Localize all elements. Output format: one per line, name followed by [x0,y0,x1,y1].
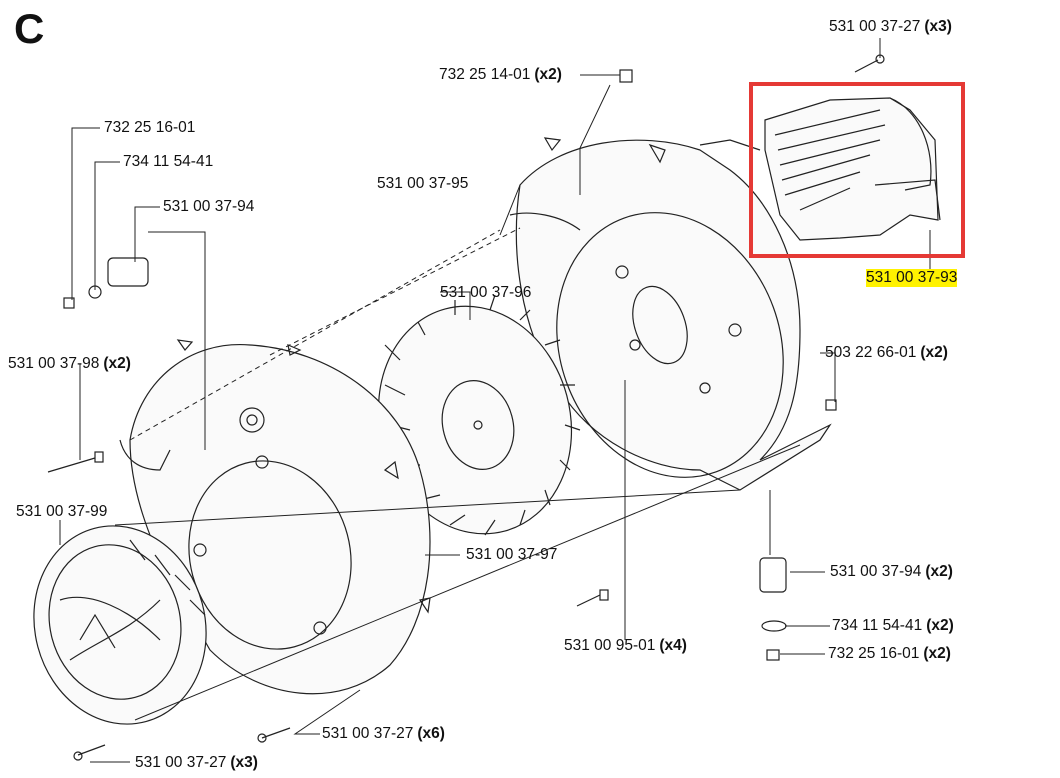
section-letter: C [14,5,45,52]
cylinder-shield-drawing [764,97,941,241]
part-label-531-00-37-27-x3-top[interactable]: 531 00 37-27(x3) [829,18,952,35]
part-label-531-00-37-96[interactable]: 531 00 37-96 [440,284,532,301]
part-label-531-00-37-27-x6[interactable]: 531 00 37-27(x6) [322,725,445,742]
part-label-531-00-37-99[interactable]: 531 00 37-99 [16,503,108,520]
part-label-503-22-66-01[interactable]: 503 22 66-01(x2) [825,344,948,361]
part-label-732-25-16-01[interactable]: 732 25 16-01 [104,119,196,136]
part-label-531-00-95-01[interactable]: 531 00 95-01(x4) [564,637,687,654]
part-label-531-00-37-95[interactable]: 531 00 37-95 [377,175,469,192]
leader-lines [59,38,931,763]
part-label-531-00-37-27-x3-bottom[interactable]: 531 00 37-27(x3) [135,754,258,771]
part-label-531-00-37-94-x2[interactable]: 531 00 37-94(x2) [830,563,953,580]
part-label-732-25-16-01-x2[interactable]: 732 25 16-01(x2) [828,645,951,662]
highlight-box [749,82,965,258]
part-label-531-00-37-97[interactable]: 531 00 37-97 [466,546,558,563]
part-label-531-00-37-93-highlighted[interactable]: 531 00 37-93 [866,269,958,287]
part-label-734-11-54-41[interactable]: 734 11 54-41 [123,153,214,170]
part-label-734-11-54-41-x2[interactable]: 734 11 54-41(x2) [832,617,954,634]
intake-grille-drawing [33,525,207,725]
part-label-531-00-37-98[interactable]: 531 00 37-98(x2) [8,355,131,372]
part-label-732-25-14-01[interactable]: 732 25 14-01(x2) [439,66,562,83]
fasteners-drawing [47,54,885,761]
part-label-531-00-37-94[interactable]: 531 00 37-94 [163,198,255,215]
